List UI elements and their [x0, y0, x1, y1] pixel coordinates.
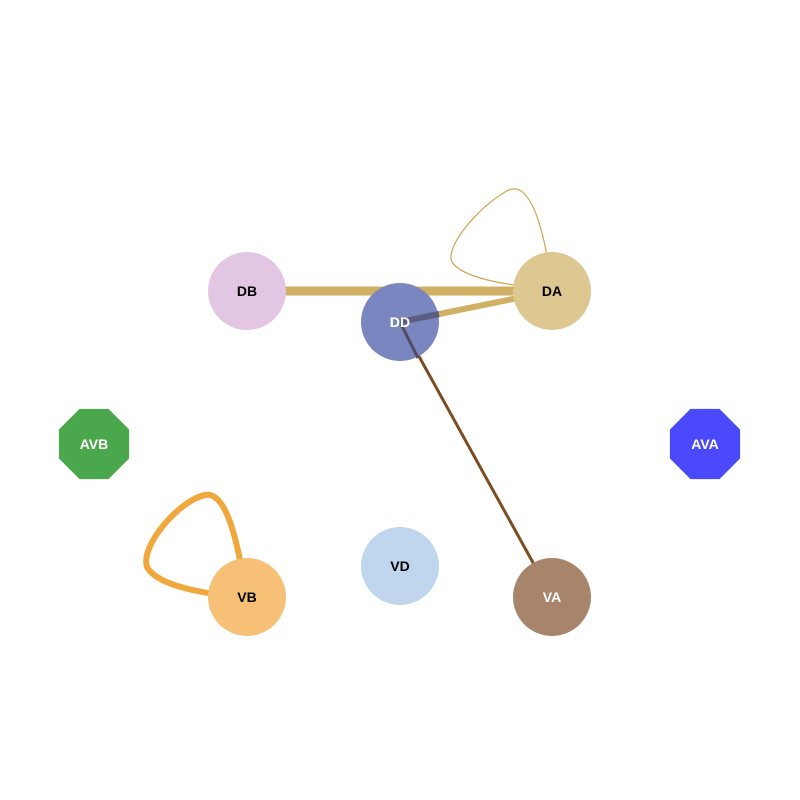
node-vd[interactable]: VD [361, 527, 439, 605]
node-da-shape [513, 252, 591, 330]
node-db-label: DB [237, 283, 257, 299]
edges-layer [143, 188, 554, 600]
edge-dd-va [398, 321, 554, 598]
node-ava-label: AVA [691, 436, 718, 452]
node-ava[interactable]: AVA [669, 408, 741, 480]
node-db[interactable]: DB [208, 252, 286, 330]
node-da[interactable]: DA [513, 252, 591, 330]
node-vb-label: VB [237, 589, 256, 605]
edge-da-da [450, 188, 553, 291]
node-avb[interactable]: AVB [58, 408, 130, 480]
node-ava-shape [669, 408, 741, 480]
node-dd-label-top: DD [390, 314, 410, 330]
node-vd-label: VD [390, 558, 409, 574]
node-db-shape [208, 252, 286, 330]
edge-vb-vb [143, 491, 250, 600]
node-va-shape [513, 558, 591, 636]
edge-dd-va-overlay [398, 321, 420, 359]
node-vd-shape [361, 527, 439, 605]
edge-dd-da-overlay [399, 311, 440, 325]
node-va-label: VA [543, 589, 561, 605]
node-da-label: DA [542, 283, 562, 299]
node-avb-shape [58, 408, 130, 480]
node-vb-shape [208, 558, 286, 636]
node-avb-label: AVB [80, 436, 109, 452]
node-va[interactable]: VA [513, 558, 591, 636]
nodes-layer: DBDADDAVBAVAVBVDVADD [58, 252, 741, 636]
node-vb[interactable]: VB [208, 558, 286, 636]
